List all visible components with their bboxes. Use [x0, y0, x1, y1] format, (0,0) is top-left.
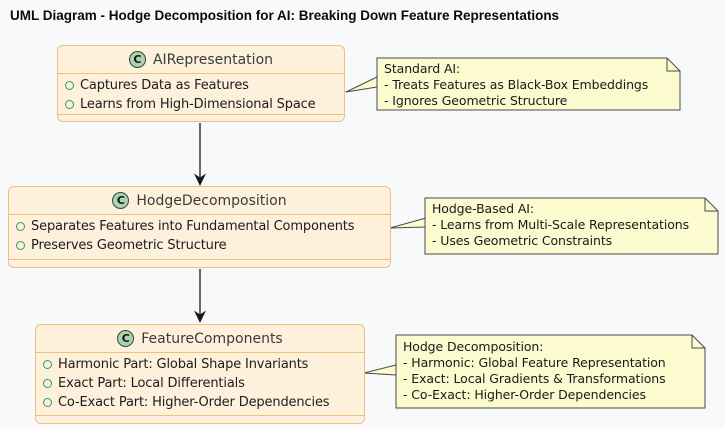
note-line: - Exact: Local Gradients & Transformatio… — [403, 371, 666, 386]
class-member: Exact Part: Local Differentials — [43, 374, 358, 393]
note-fold-icon — [691, 335, 705, 349]
note-standard-ai: Standard AI: - Treats Features as Black-… — [384, 61, 648, 109]
arrow-hodgedecomposition-to-featurecomponents — [194, 269, 206, 323]
class-box-hodgedecomposition: C HodgeDecomposition Separates Features … — [8, 186, 391, 268]
member-label: Co-Exact Part: Higher-Order Dependencies — [58, 395, 330, 410]
class-box-featurecomponents: C FeatureComponents Harmonic Part: Globa… — [35, 324, 365, 424]
class-member: Captures Data as Features — [65, 76, 338, 95]
note-hodge-decomposition: Hodge Decomposition: - Harmonic: Global … — [403, 339, 666, 403]
member-label: Captures Data as Features — [80, 78, 249, 93]
note-shape-hodge-based-ai — [424, 197, 719, 255]
note-line: Standard AI: — [384, 61, 461, 76]
arrow-airepresentation-to-hodgedecomposition — [194, 123, 206, 186]
member-label: Exact Part: Local Differentials — [58, 376, 245, 391]
method-bullet-icon — [65, 100, 74, 109]
class-member-list: Separates Features into Fundamental Comp… — [9, 215, 390, 259]
class-stereotype-icon: C — [128, 51, 146, 68]
member-label: Preserves Geometric Structure — [31, 238, 227, 253]
note-line: Hodge Decomposition: — [403, 339, 544, 354]
note-tail-1 — [345, 76, 378, 93]
class-name: AIRepresentation — [152, 51, 274, 68]
class-member: Preserves Geometric Structure — [16, 236, 384, 255]
note-fold-icon — [666, 58, 680, 72]
note-shape-hodge-decomposition — [395, 334, 706, 409]
note-line: - Uses Geometric Constraints — [432, 233, 613, 248]
method-bullet-icon — [16, 241, 25, 250]
class-member: Separates Features into Fundamental Comp… — [16, 217, 384, 236]
class-footer — [36, 415, 364, 423]
member-label: Harmonic Part: Global Shape Invariants — [58, 357, 309, 372]
class-member: Learns from High-Dimensional Space — [65, 95, 338, 114]
note-fold-icon — [704, 198, 718, 212]
note-line: Hodge-Based AI: — [432, 201, 534, 216]
note-line: - Co-Exact: Higher-Order Dependencies — [403, 387, 646, 402]
class-name: HodgeDecomposition — [136, 192, 287, 209]
class-header: C HodgeDecomposition — [9, 187, 390, 215]
class-header: C AIRepresentation — [58, 46, 344, 74]
class-member: Harmonic Part: Global Shape Invariants — [43, 355, 358, 374]
method-bullet-icon — [16, 222, 25, 231]
class-member-list: Captures Data as Features Learns from Hi… — [58, 74, 344, 114]
note-shape-standard-ai — [376, 57, 681, 111]
note-line: - Ignores Geometric Structure — [384, 93, 568, 108]
method-bullet-icon — [65, 81, 74, 90]
class-name: FeatureComponents — [141, 330, 283, 347]
method-bullet-icon — [43, 360, 52, 369]
class-stereotype-icon: C — [117, 330, 135, 347]
class-member-list: Harmonic Part: Global Shape Invariants E… — [36, 353, 364, 415]
note-tail-3 — [363, 364, 397, 376]
member-label: Separates Features into Fundamental Comp… — [31, 219, 355, 234]
method-bullet-icon — [43, 398, 52, 407]
note-hodge-based-ai: Hodge-Based AI: - Learns from Multi-Scal… — [432, 201, 689, 249]
class-stereotype-icon: C — [112, 192, 130, 209]
diagram-title: UML Diagram - Hodge Decomposition for AI… — [10, 8, 560, 23]
class-footer — [9, 259, 390, 267]
method-bullet-icon — [43, 379, 52, 388]
note-line: - Harmonic: Global Feature Representatio… — [403, 355, 666, 370]
class-footer — [58, 114, 344, 122]
note-line: - Learns from Multi-Scale Representation… — [432, 217, 689, 232]
class-member: Co-Exact Part: Higher-Order Dependencies — [43, 393, 358, 412]
class-box-airepresentation: C AIRepresentation Captures Data as Feat… — [57, 45, 345, 122]
member-label: Learns from High-Dimensional Space — [80, 97, 316, 112]
note-tail-2 — [389, 217, 427, 229]
class-header: C FeatureComponents — [36, 325, 364, 353]
note-line: - Treats Features as Black-Box Embedding… — [384, 77, 649, 92]
